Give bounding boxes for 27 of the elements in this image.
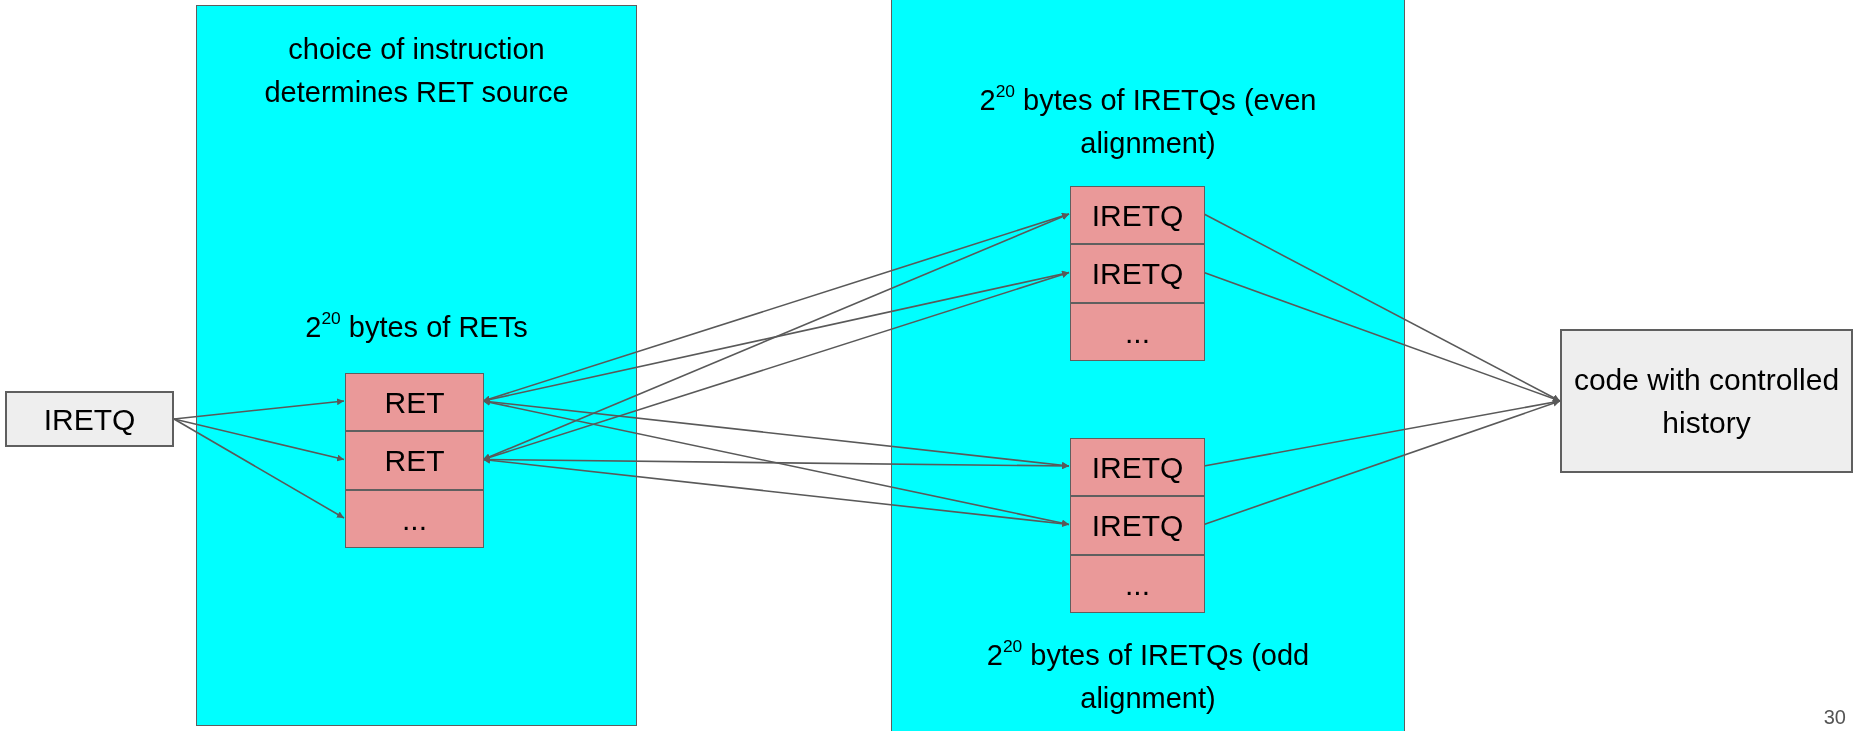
arrow <box>1203 398 1561 467</box>
arrow <box>173 418 345 462</box>
group-panel <box>891 0 1405 731</box>
memory-cell: RET <box>345 431 484 490</box>
arrow <box>482 271 1070 461</box>
memory-cell: RET <box>345 373 484 431</box>
memory-cell: IRETQ <box>1070 244 1205 303</box>
panel-heading: 2$^{20}$ bytes of IRETQs (even alignment) <box>978 79 1318 161</box>
process-box: IRETQ <box>5 391 174 447</box>
arrow <box>1203 400 1561 526</box>
arrow <box>1203 271 1561 402</box>
panel-heading: choice of instruction determines RET source <box>263 32 570 110</box>
memory-cell: ... <box>1070 303 1205 361</box>
page-number: 30 <box>1823 706 1846 729</box>
arrow <box>482 456 1070 470</box>
memory-cell: IRETQ <box>1070 438 1205 496</box>
arrow <box>482 399 1070 527</box>
panel-heading: 2$^{20}$ bytes of RETs <box>304 306 529 345</box>
process-box: code with controlled history <box>1560 329 1853 473</box>
arrow <box>173 418 345 519</box>
panel-heading: 2$^{20}$ bytes of IRETQs (odd alignment) <box>985 634 1311 716</box>
group-panel <box>196 5 637 726</box>
memory-cell: IRETQ <box>1070 496 1205 555</box>
memory-cell: ... <box>1070 555 1205 613</box>
arrow <box>173 398 345 420</box>
memory-cell: IRETQ <box>1070 186 1205 244</box>
memory-cell: ... <box>345 490 484 548</box>
